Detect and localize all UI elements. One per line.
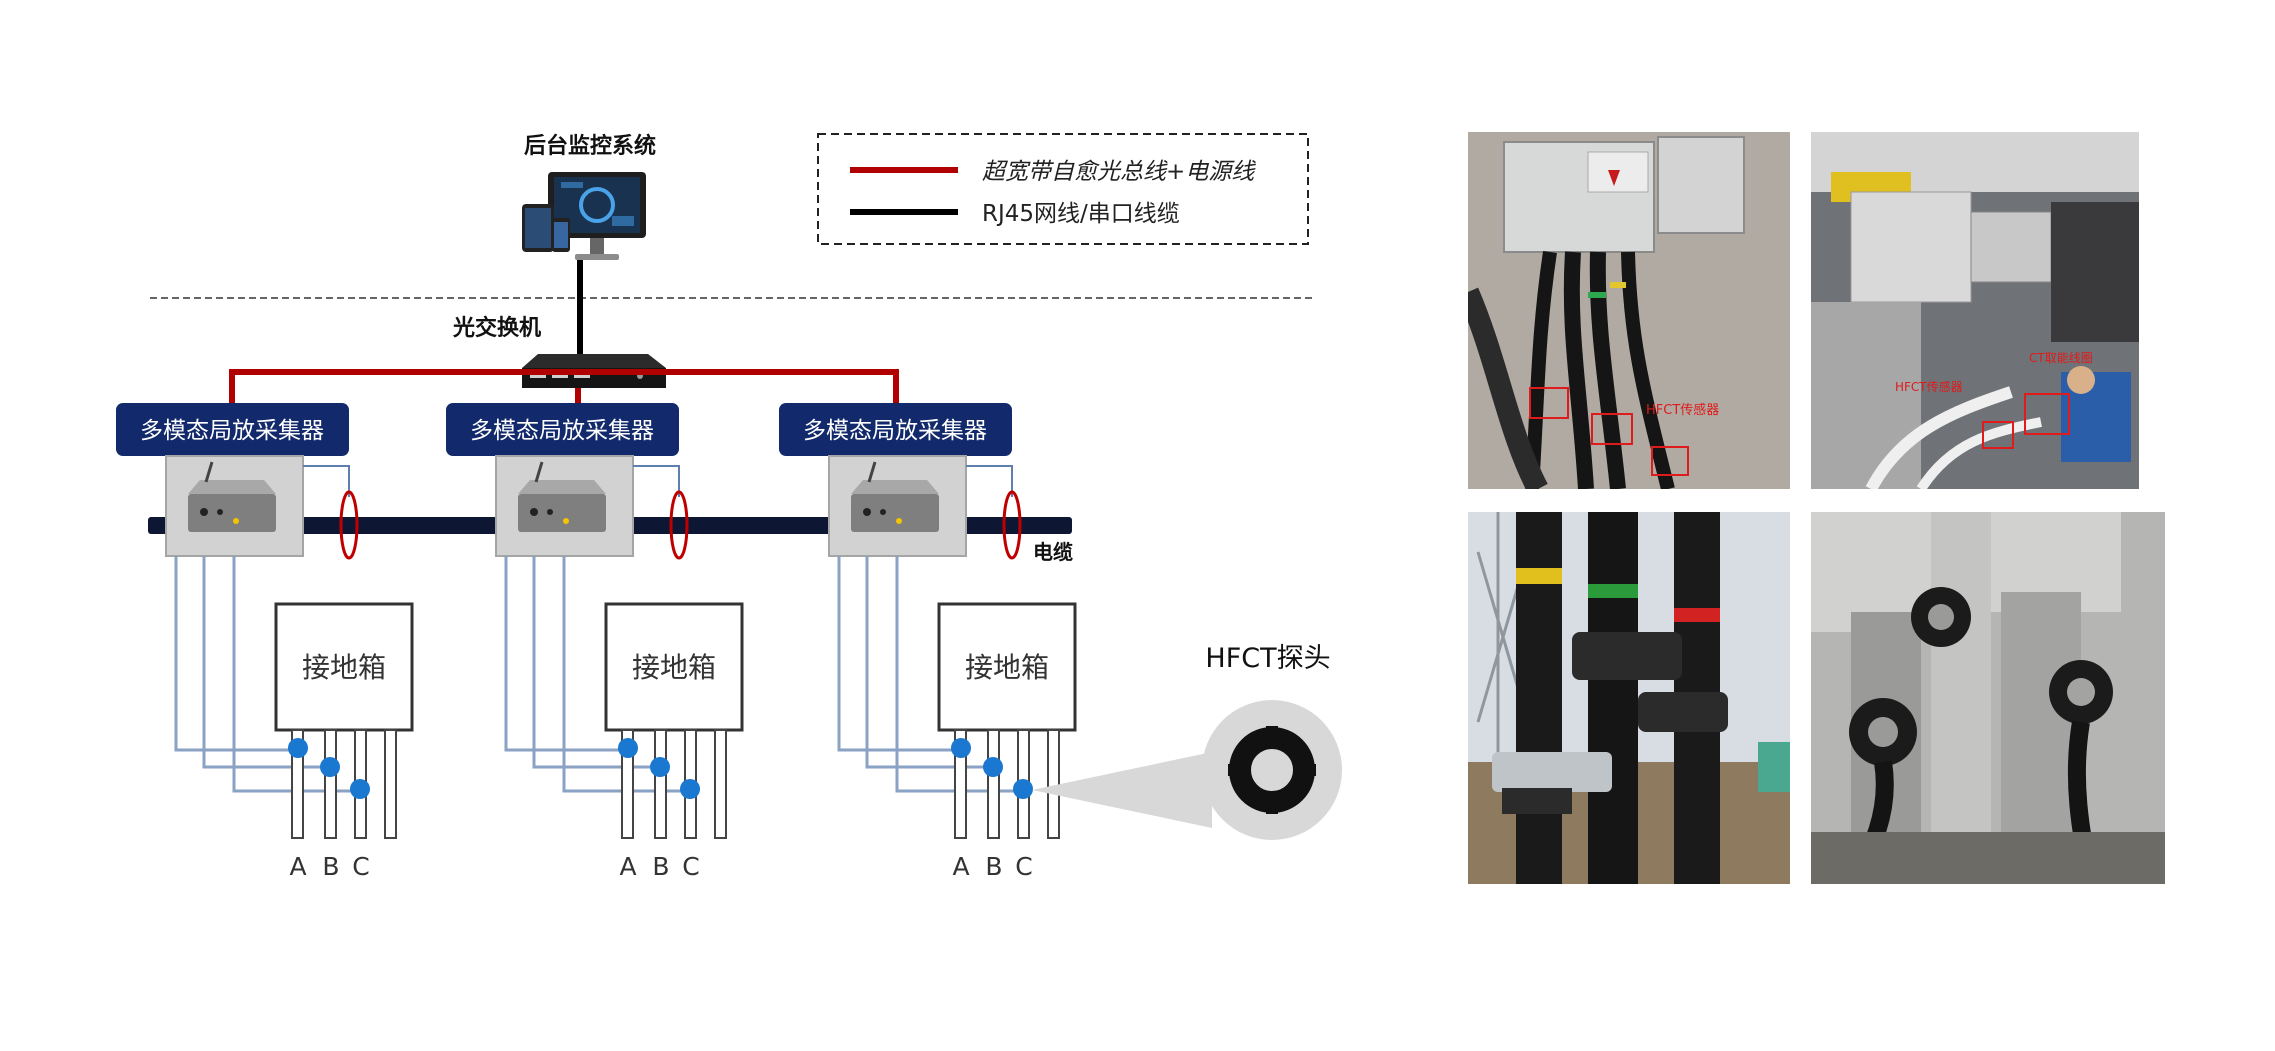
monitoring-topology-diagram: 后台监控系统 超宽带自愈光总线+电源线 RJ45网线/串口线缆 [116, 133, 1342, 881]
hfct-label: HFCT探头 [1205, 643, 1330, 674]
phase-terminal-b [987, 729, 1000, 839]
phase-lead-b [865, 556, 993, 769]
monitoring-station: 后台监控系统 [522, 133, 656, 260]
phase-label-b: B [322, 852, 339, 881]
site-photo-3 [1468, 512, 1790, 884]
hfct-callout-pointer [1032, 752, 1212, 828]
collector-badge[interactable] [446, 403, 679, 456]
site-photo-2: HFCT传感器 CT取能线圈 [1811, 132, 2139, 489]
sensor-node-b [650, 757, 670, 777]
grounding-box-label: 接地箱 [302, 651, 386, 684]
sensor-node-a [618, 738, 638, 758]
legend-label-fiber: 超宽带自愈光总线+电源线 [982, 159, 1256, 185]
phase-lead-c [232, 556, 360, 793]
ground-terminal [1047, 729, 1060, 839]
collector-title: 多模态局放采集器 [140, 418, 324, 444]
hfct-clamp-on-cable [1002, 490, 1022, 560]
collector-badge[interactable] [779, 403, 1012, 456]
collector-title: 多模态局放采集器 [470, 418, 654, 444]
collector-sensor-lead [633, 465, 680, 497]
site-photo-3-drawing [1468, 512, 1790, 884]
optical-switch: 光交换机 [452, 315, 666, 388]
grounding-box [604, 602, 744, 732]
hfct-marker-box [1982, 421, 2014, 449]
phase-terminal-b [654, 729, 667, 839]
phase-lead-c [895, 556, 1023, 793]
cable-label: 电缆 [1033, 540, 1073, 564]
photo-annotation-hfct: HFCT传感器 [1895, 379, 1963, 394]
collector-title: 多模态局放采集器 [803, 418, 987, 444]
switch-label: 光交换机 [452, 315, 541, 341]
collector-icon [188, 461, 276, 532]
collector-sensor-lead [966, 465, 1013, 497]
hfct-callout: HFCT探头 [1032, 643, 1342, 840]
photo-annotation: HFCT传感器 [1646, 402, 1719, 418]
grounding-box-label: 接地箱 [632, 651, 716, 684]
hfct-marker-box [1651, 446, 1689, 476]
phase-lead-b [532, 556, 660, 769]
collector-badge[interactable] [116, 403, 349, 456]
grounding-box [937, 602, 1077, 732]
site-photo-1-drawing: HFCT传感器 [1468, 132, 1790, 489]
phase-label-b: B [652, 852, 669, 881]
collector-icon [851, 461, 939, 532]
hfct-callout-bubble [1202, 700, 1342, 840]
ground-terminal [384, 729, 397, 839]
site-photo-1: HFCT传感器 [1468, 132, 1790, 489]
legend-frame [817, 133, 1309, 245]
hfct-clamp-on-cable [339, 490, 359, 560]
phase-terminal-a [621, 729, 634, 839]
phase-lead-a [174, 556, 298, 752]
site-photo-4 [1811, 512, 2165, 884]
hfct-probe-icon [1228, 726, 1316, 814]
phase-terminal-a [291, 729, 304, 839]
grounding-box-label: 接地箱 [965, 651, 1049, 684]
unit-1: 多模态局放采集器 接地箱 A B [116, 403, 414, 881]
legend: 超宽带自愈光总线+电源线 RJ45网线/串口线缆 [817, 133, 1309, 245]
phase-terminal-a [954, 729, 967, 839]
phase-label-a: A [289, 852, 306, 881]
phase-label-a: A [619, 852, 636, 881]
site-photo-4-drawing [1811, 512, 2165, 884]
sensor-node-c [680, 779, 700, 799]
phase-terminal-b [324, 729, 337, 839]
phase-lead-a [504, 556, 628, 752]
phase-label-c: C [682, 852, 699, 881]
grounding-box [274, 602, 414, 732]
sensor-node-a [288, 738, 308, 758]
sensor-node-a [951, 738, 971, 758]
hfct-clamp-on-cable [669, 490, 689, 560]
phase-label-c: C [1015, 852, 1032, 881]
hfct-marker-box [1591, 413, 1633, 445]
monitor-label: 后台监控系统 [524, 133, 656, 159]
ground-terminal [714, 729, 727, 839]
fiber-bus [229, 369, 899, 403]
collector-sensor-lead [303, 465, 350, 497]
photo-annotation-ct: CT取能线圈 [2029, 351, 2093, 365]
monitor-icon [522, 172, 646, 260]
phase-label-b: B [985, 852, 1002, 881]
sensor-node-b [983, 757, 1003, 777]
collector-icon [518, 461, 606, 532]
phase-label-a: A [952, 852, 969, 881]
site-photo-2-drawing: HFCT传感器 CT取能线圈 [1811, 132, 2139, 489]
hfct-marker-box [1529, 387, 1569, 419]
legend-label-rj45: RJ45网线/串口线缆 [982, 201, 1180, 227]
sensor-node-c [1013, 779, 1033, 799]
phase-lead-a [837, 556, 961, 752]
sensor-node-b [320, 757, 340, 777]
ct-marker-box [2024, 393, 2070, 435]
unit-3: 多模态局放采集器 接地箱 A B [779, 403, 1077, 881]
phase-label-c: C [352, 852, 369, 881]
sensor-node-c [350, 779, 370, 799]
phase-lead-b [202, 556, 330, 769]
phase-lead-c [562, 556, 690, 793]
unit-2: 多模态局放采集器 接地箱 A B [446, 403, 744, 881]
